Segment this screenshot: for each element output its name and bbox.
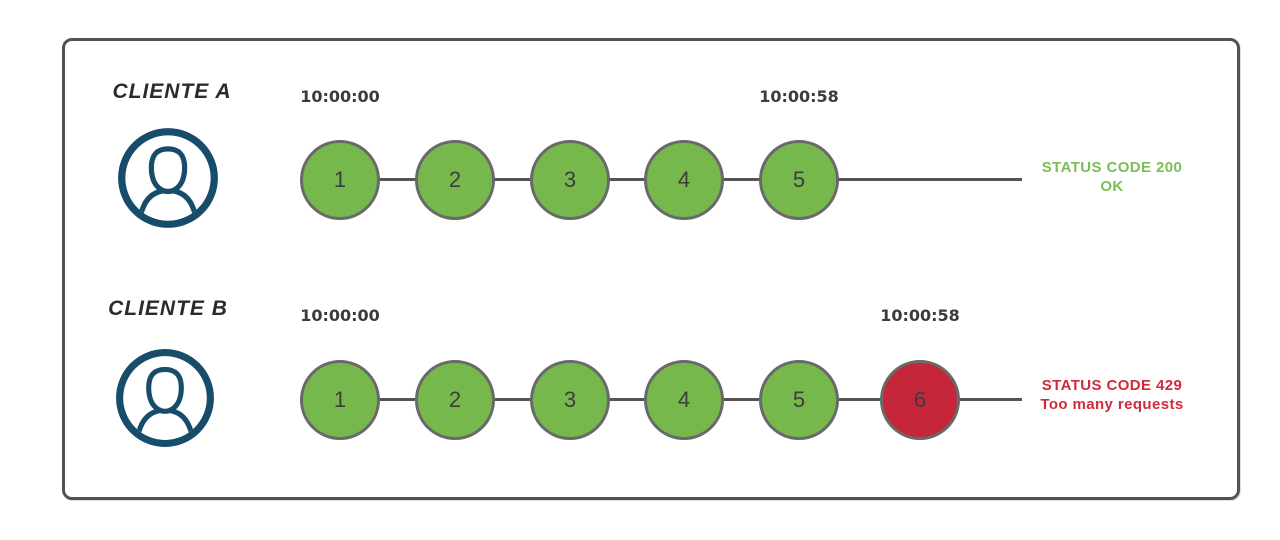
client-b-start-time: 10:00:00 xyxy=(300,306,380,325)
status-code-line: STATUS CODE 429 xyxy=(1041,377,1183,394)
request-node-ok: 4 xyxy=(644,360,724,440)
request-node-ok: 3 xyxy=(530,360,610,440)
client-a-start-time: 10:00:00 xyxy=(300,87,380,106)
request-node-blocked: 6 xyxy=(880,360,960,440)
user-avatar-icon xyxy=(118,128,218,228)
status-message-line: OK xyxy=(1100,178,1124,195)
request-node-ok: 1 xyxy=(300,140,380,220)
request-node-ok: 1 xyxy=(300,360,380,440)
request-node-ok: 3 xyxy=(530,140,610,220)
client-b-label: CLIENTE B xyxy=(108,297,228,320)
outer-box xyxy=(62,38,1240,500)
request-node-ok: 5 xyxy=(759,140,839,220)
request-node-ok: 5 xyxy=(759,360,839,440)
client-a-status: STATUS CODE 200 OK xyxy=(1017,158,1207,196)
request-node-ok: 2 xyxy=(415,140,495,220)
client-a-label: CLIENTE A xyxy=(112,80,232,103)
client-a-end-time: 10:00:58 xyxy=(759,87,839,106)
request-node-ok: 4 xyxy=(644,140,724,220)
user-avatar-icon xyxy=(116,349,214,447)
status-code-line: STATUS CODE 200 xyxy=(1041,159,1183,176)
request-node-ok: 2 xyxy=(415,360,495,440)
client-b-status: STATUS CODE 429 Too many requests xyxy=(1017,376,1207,414)
status-message-line: Too many requests xyxy=(1040,396,1184,413)
client-b-end-time: 10:00:58 xyxy=(880,306,960,325)
